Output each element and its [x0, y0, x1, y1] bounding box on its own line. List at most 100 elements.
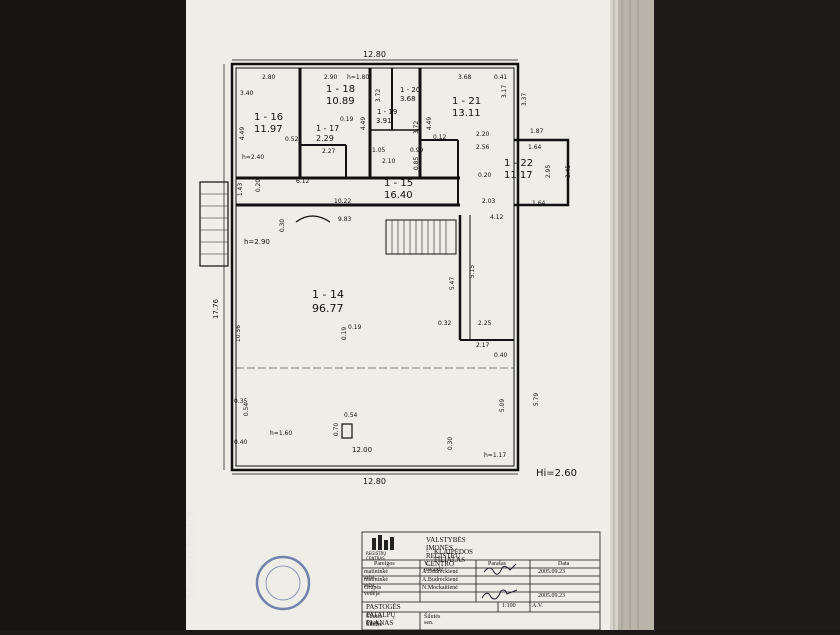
org-line-1: VALSTYBĖS ĮMONĖS REGISTRŲ CENTRO: [426, 536, 466, 568]
dim-label: 12.00: [352, 446, 373, 454]
dim-label: 5.79: [533, 392, 541, 407]
dim-label: 2.95: [545, 164, 553, 179]
dim-label: 5.15: [469, 264, 477, 279]
dim-label: 0.20: [478, 172, 492, 179]
dim-label: 0.19: [341, 326, 349, 341]
row-date: 2005.09.23: [538, 569, 565, 575]
room-id: 1 - 18: [326, 84, 356, 95]
dimension-lines: [223, 59, 518, 475]
dim-label: 0.41: [494, 74, 508, 81]
room-id: 1 - 14: [312, 288, 344, 301]
dim-label: 5.09: [499, 398, 507, 413]
row-name: A.Budreckienė: [422, 569, 459, 575]
dim-label: 0.85: [413, 156, 421, 171]
logo-caption: REGISTRŲ CENTRAS: [366, 551, 387, 561]
room-area: 10.89: [326, 96, 355, 107]
signature-2: [481, 589, 518, 600]
sheet-mark: A.V.: [532, 603, 543, 609]
dim-label: 1.43: [237, 182, 245, 197]
dim-label: 0.54: [344, 412, 358, 419]
dim-label: 0.54: [243, 402, 251, 417]
room-area: 2.29: [316, 134, 334, 143]
cadastral-stamp: [255, 555, 311, 611]
door-arc: [295, 215, 331, 223]
dim-label: 0.40: [234, 439, 248, 446]
room-id: 1 - 22: [504, 158, 534, 169]
room-area: 11.17: [504, 170, 533, 181]
dim-label: 0.30: [447, 436, 455, 451]
dim-label: 2.25: [478, 320, 492, 327]
col-header: Data: [558, 561, 570, 567]
width-bottom-label: 12.80: [363, 477, 386, 486]
dim-label: 3.72: [413, 120, 421, 135]
dim-label: 3.72: [375, 88, 383, 103]
room-id: 1 - 16: [254, 112, 284, 123]
dim-label: 3.40: [240, 90, 254, 97]
dim-label: 4.12: [490, 214, 504, 221]
registru-centras-logo: [372, 535, 394, 550]
dim-label: 3.68: [458, 74, 472, 81]
dim-label: h=1.80: [347, 74, 370, 81]
width-top-label: 12.80: [363, 50, 386, 59]
dim-label: 10.56: [235, 324, 243, 343]
room-area: 11.97: [254, 124, 283, 135]
row-role: matininkė asist.: [364, 569, 388, 581]
dim-label: 0.30: [279, 218, 287, 233]
room-area: 3.68: [400, 95, 416, 103]
room-area: 16.40: [384, 190, 413, 201]
depth-label: 17.76: [212, 298, 221, 320]
sheet-title: PASTOGĖS PATALPŲ PLANAS: [366, 603, 401, 627]
dim-label: h=1.17: [484, 452, 507, 459]
room-area: 96.77: [312, 302, 344, 315]
dim-label: 0.19: [348, 324, 362, 331]
signature-1: [483, 563, 517, 575]
room-id: 1 - 21: [452, 96, 482, 107]
dim-label: 2.80: [262, 74, 276, 81]
district-2: Šilutės sen.: [424, 614, 441, 626]
dim-label: 4.49: [239, 126, 247, 141]
row-role: matininkė asist.: [364, 577, 388, 589]
dim-label: 10.22: [334, 198, 352, 205]
room-area: 3.91: [376, 117, 392, 125]
dim-label: 2.20: [476, 131, 490, 138]
col-header: Pareigos: [374, 561, 395, 567]
dim-label: 0.19: [340, 116, 354, 123]
sheet-scale: 1:100: [502, 603, 516, 609]
org-line-2: KLAIPĖDOS FILIALAS: [434, 548, 473, 564]
height-note: Hi=2.60: [536, 468, 577, 479]
dim-label: 0.52: [285, 136, 299, 143]
chimney: [341, 423, 353, 439]
room-id: 1 - 19: [377, 108, 398, 116]
dim-label: 3.45: [565, 164, 573, 179]
dim-label: 2.17: [476, 342, 490, 349]
col-header: Parašas: [488, 561, 506, 567]
row-name: A.Budreckienė: [422, 577, 459, 583]
dim-label: 0.99: [410, 147, 424, 154]
walls: [199, 62, 570, 472]
stair-treads: [200, 193, 447, 255]
dim-label: 2.03: [482, 198, 496, 205]
dim-label: 0.35: [234, 398, 248, 405]
dim-label: 1.87: [530, 128, 544, 135]
dim-label: 0.12: [433, 134, 447, 141]
dim-label: h=1.60: [270, 430, 293, 437]
room-id: 1 - 17: [316, 124, 340, 133]
row-date: 2005.09.23: [538, 593, 565, 599]
dim-label: 4.49: [360, 116, 368, 131]
watermark-strip: SilutesSkelbimai.lt: [178, 0, 197, 630]
dim-label: 0.32: [438, 320, 452, 327]
dim-label: 9.83: [338, 216, 352, 223]
dim-label: 2.90: [324, 74, 338, 81]
row-role: Grupės vedėja: [364, 585, 382, 597]
dim-label: 5.47: [449, 276, 457, 291]
dim-label: 3.17: [501, 84, 509, 99]
row-name: N.Mockaitienė: [422, 585, 458, 591]
dim-label: 2.10: [382, 158, 396, 165]
dim-label: 1.64: [532, 200, 546, 207]
watermark-text: SilutesSkelbimai.lt: [185, 510, 197, 600]
district-1: Šilutės r. sav.: [366, 614, 383, 626]
district-3: Šilutės: [366, 622, 383, 628]
